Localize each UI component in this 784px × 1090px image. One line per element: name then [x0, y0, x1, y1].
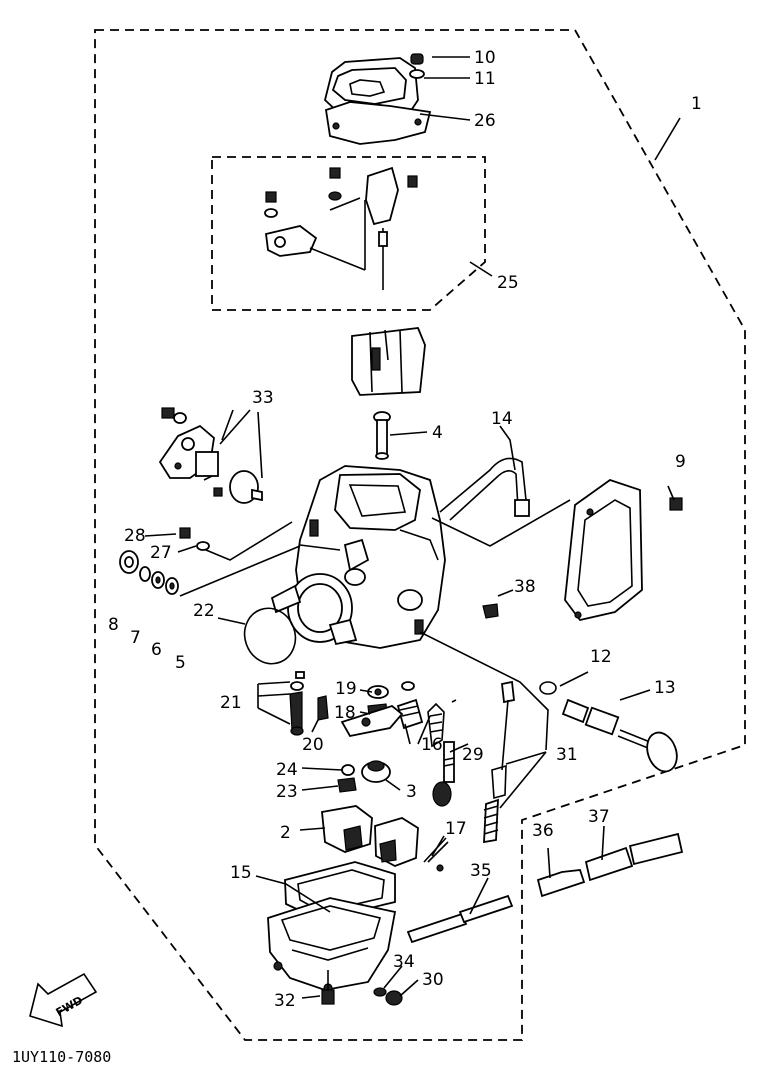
accelerator-pump-part — [158, 407, 263, 504]
callout-label: 7 — [130, 628, 141, 648]
screw-part — [373, 411, 391, 460]
o-ring-part — [539, 681, 557, 695]
callout-label: 14 — [491, 409, 513, 429]
carburetor-body-part — [270, 465, 446, 649]
fwd-arrow-icon: FWD — [29, 972, 98, 1028]
callout-label: 18 — [334, 703, 356, 723]
callout-labels: 1 2 3 4 5 6 7 8 9 10 11 12 13 14 15 16 1… — [108, 48, 702, 1011]
assembly-boundary — [94, 29, 746, 1041]
callout-label: 33 — [252, 388, 274, 408]
starter-plunger-part — [423, 680, 515, 872]
callout-label: 17 — [445, 819, 467, 839]
callout-label: 23 — [276, 782, 298, 802]
callout-label: 10 — [474, 48, 496, 68]
callout-label: 8 — [108, 615, 119, 635]
o-ring-part — [243, 607, 297, 665]
callout-label: 19 — [335, 679, 357, 699]
float-needle-part — [337, 760, 391, 793]
callout-label: 15 — [230, 863, 252, 883]
callout-label: 31 — [556, 745, 578, 765]
callout-label: 1 — [691, 94, 702, 114]
subassembly-boundary — [211, 156, 486, 311]
callout-label: 5 — [175, 653, 186, 673]
drain-plug-part — [385, 990, 403, 1006]
callout-label: 16 — [421, 735, 443, 755]
jet-needle-part — [432, 741, 455, 807]
float-chamber-part — [267, 861, 397, 993]
callout-label: 37 — [588, 807, 610, 827]
callout-label: 25 — [497, 273, 519, 293]
callout-label: 35 — [470, 861, 492, 881]
side-cover-part — [564, 479, 643, 622]
float-part — [321, 805, 419, 867]
needle-lever-part — [264, 166, 418, 290]
callout-label: 36 — [532, 821, 554, 841]
fwd-label: FWD — [54, 994, 85, 1020]
fitting-hose-part — [536, 832, 684, 898]
callout-label: 26 — [474, 111, 496, 131]
callout-label: 4 — [432, 423, 443, 443]
callout-label: 24 — [276, 760, 298, 780]
top-cover-part — [323, 57, 432, 145]
callout-label: 3 — [406, 782, 417, 802]
callout-label: 6 — [151, 640, 162, 660]
callout-label: 12 — [590, 647, 612, 667]
drain-screw-part — [321, 989, 335, 1005]
callout-label: 27 — [150, 543, 172, 563]
callout-label: 28 — [124, 526, 146, 546]
pilot-screw-part — [561, 698, 678, 773]
vent-hose-part — [439, 457, 530, 521]
seal-washer-part — [119, 527, 210, 595]
callout-label: 38 — [514, 577, 536, 597]
callout-label: 21 — [220, 693, 242, 713]
plug-part — [482, 603, 499, 619]
drain-hose-part — [406, 894, 514, 944]
throttle-slide-part — [351, 327, 426, 396]
callout-label: 32 — [274, 991, 296, 1011]
callout-label: 30 — [422, 970, 444, 990]
callout-label: 9 — [675, 452, 686, 472]
callout-label: 2 — [280, 823, 291, 843]
callout-label: 29 — [462, 745, 484, 765]
screw-part — [409, 53, 425, 79]
callout-label: 13 — [654, 678, 676, 698]
callout-label: 22 — [193, 601, 215, 621]
callout-label: 11 — [474, 69, 496, 89]
screw-part — [669, 497, 683, 511]
callout-label: 34 — [393, 952, 415, 972]
leader-lines — [144, 56, 681, 999]
o-ring-part — [373, 987, 387, 997]
drawing-code: 1UY110-7080 — [12, 1048, 111, 1066]
callout-label: 20 — [302, 735, 324, 755]
jet-parts — [289, 671, 445, 748]
